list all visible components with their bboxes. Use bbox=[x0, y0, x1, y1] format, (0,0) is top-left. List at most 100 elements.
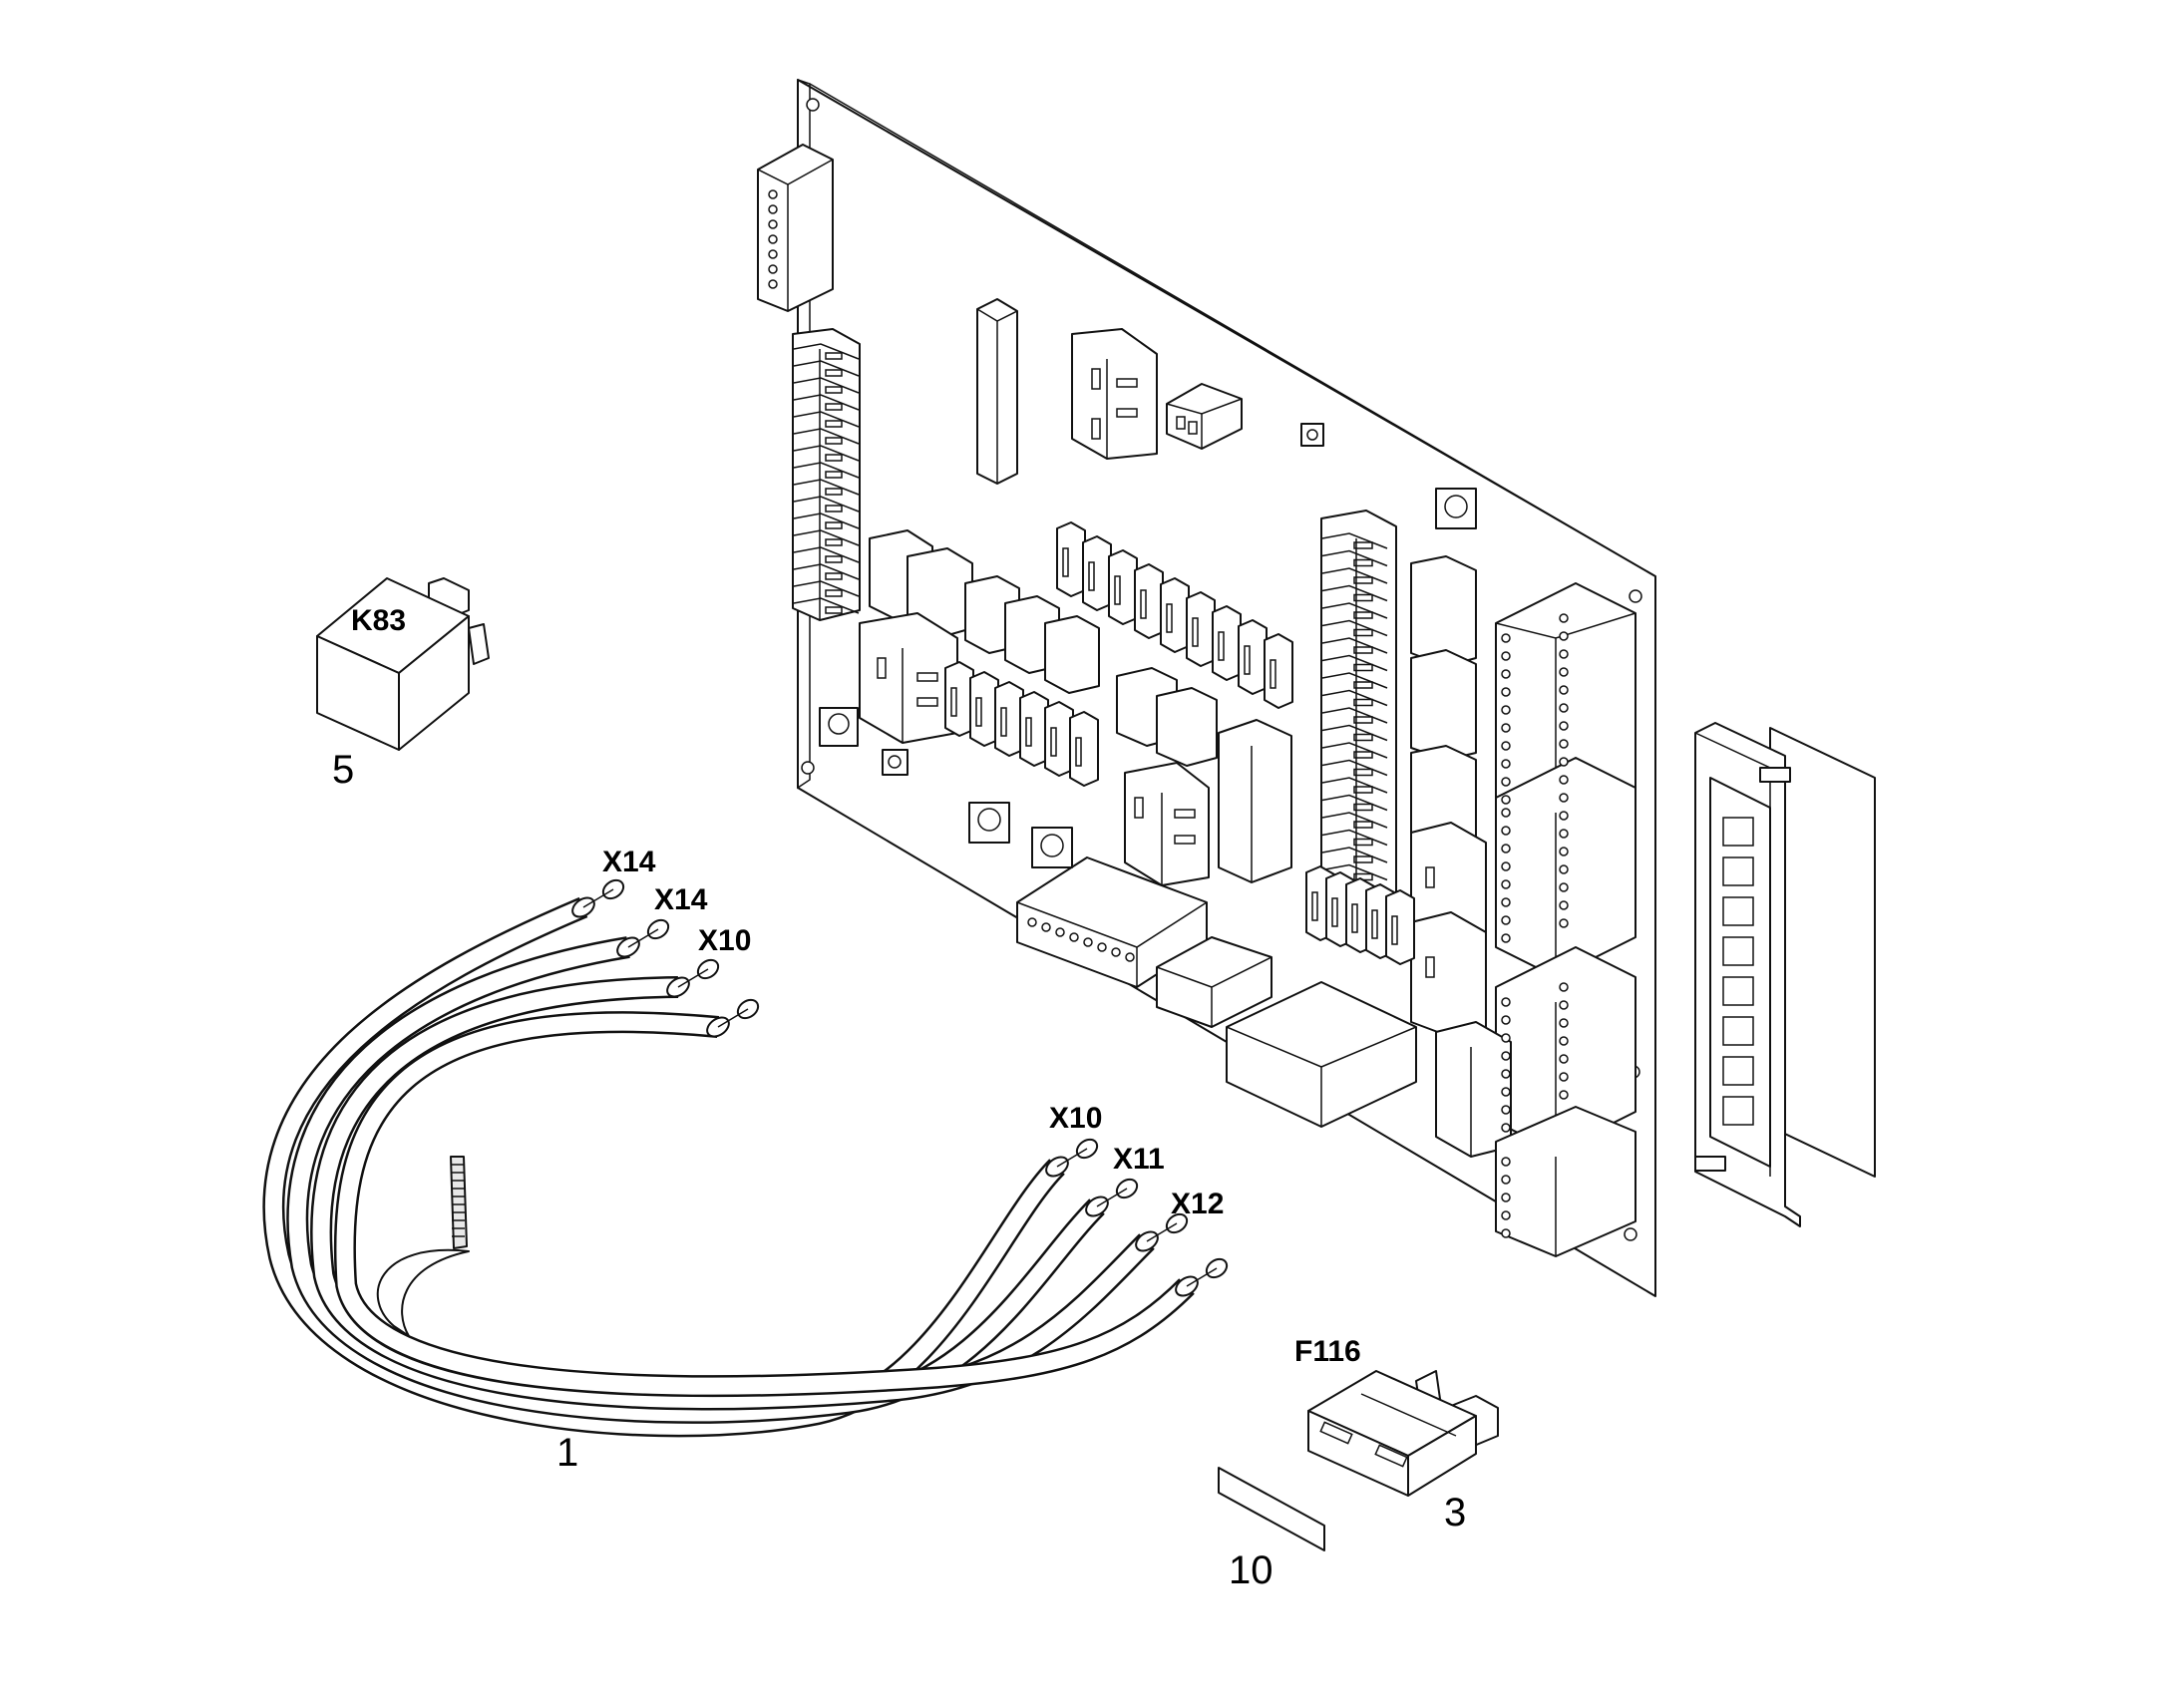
terminal-cell bbox=[1353, 768, 1373, 777]
mounting-hole bbox=[801, 761, 815, 775]
small-connector bbox=[1166, 383, 1243, 450]
fuse-slot bbox=[1069, 711, 1099, 787]
label-strip bbox=[1218, 1467, 1325, 1551]
terminal-pin bbox=[1559, 793, 1569, 803]
connector-pin bbox=[768, 234, 778, 244]
terminal-pin bbox=[1501, 633, 1511, 643]
connector-pin bbox=[768, 264, 778, 274]
terminal-pin bbox=[1501, 933, 1511, 943]
terminal-cell bbox=[825, 521, 843, 529]
terminal-pin bbox=[1501, 915, 1511, 925]
terminal-pin bbox=[1501, 861, 1511, 871]
terminal-pin bbox=[1501, 705, 1511, 715]
fuse-slot bbox=[1186, 591, 1216, 667]
connector-pin bbox=[1125, 952, 1135, 962]
connector-pin bbox=[1111, 947, 1121, 957]
terminal-cell bbox=[825, 538, 843, 546]
terminal-pin bbox=[1559, 864, 1569, 874]
terminal-pin bbox=[1559, 1018, 1569, 1028]
wire-end-label-top-3: X10 bbox=[698, 924, 751, 957]
terminal-cell bbox=[1353, 646, 1373, 654]
terminal-pin bbox=[1501, 795, 1511, 805]
fuse-code-label: F116 bbox=[1294, 1335, 1361, 1368]
top-edge-connector bbox=[757, 144, 834, 312]
terminal-cell bbox=[1353, 716, 1373, 724]
terminal-cell bbox=[1353, 541, 1373, 549]
relay-item-number: 5 bbox=[332, 748, 354, 792]
terminal-pin bbox=[1559, 1072, 1569, 1082]
relay-socket-group-center bbox=[1116, 667, 1292, 886]
terminal-pin bbox=[1559, 918, 1569, 928]
terminal-cell bbox=[1353, 698, 1373, 707]
plug-contact bbox=[1722, 896, 1754, 926]
wire-end-label-bottom-2: X11 bbox=[1113, 1143, 1165, 1176]
connector-pin bbox=[1083, 937, 1093, 947]
connector-pin bbox=[1069, 932, 1079, 942]
terminal-pin bbox=[1501, 1105, 1511, 1115]
terminal-pin bbox=[1501, 1175, 1511, 1185]
plug-contact bbox=[1722, 1056, 1754, 1086]
terminal-pin bbox=[1501, 651, 1511, 661]
terminal-cell bbox=[825, 352, 843, 360]
terminal-pin bbox=[1559, 1036, 1569, 1046]
fuse-slot bbox=[1082, 535, 1112, 611]
terminal-cell bbox=[1353, 558, 1373, 567]
fuse-item-number: 3 bbox=[1444, 1491, 1466, 1535]
terminal-cell bbox=[1353, 593, 1373, 602]
label-strip-item-number: 10 bbox=[1229, 1548, 1273, 1592]
board-screw bbox=[968, 802, 1010, 844]
fuse-slot bbox=[1044, 701, 1074, 777]
connector-pin bbox=[768, 279, 778, 289]
fuse-slot bbox=[1264, 633, 1293, 709]
terminal-cell bbox=[1353, 733, 1373, 742]
wire-end-label-bottom-3: X12 bbox=[1171, 1188, 1224, 1220]
terminal-cell bbox=[1353, 681, 1373, 689]
terminal-pin bbox=[1501, 1123, 1511, 1133]
terminal-cell bbox=[1353, 751, 1373, 759]
plug-contact bbox=[1722, 1016, 1754, 1046]
terminal-cell bbox=[1353, 663, 1373, 672]
connector-pin bbox=[1055, 927, 1065, 937]
terminal-pin bbox=[1559, 900, 1569, 910]
terminal-cell bbox=[825, 437, 843, 445]
fuse-slot bbox=[1019, 691, 1049, 767]
terminal-cell bbox=[825, 386, 843, 394]
relay-k83: K83 bbox=[316, 577, 490, 751]
terminal-cell bbox=[825, 420, 843, 428]
terminal-pin bbox=[1501, 741, 1511, 751]
terminal-cell bbox=[1353, 628, 1373, 637]
terminal-cell bbox=[825, 471, 843, 479]
edge-connector-plug bbox=[1694, 722, 1876, 1227]
terminal-cell bbox=[1353, 576, 1373, 584]
terminal-cell bbox=[825, 589, 843, 597]
terminal-pin bbox=[1559, 739, 1569, 749]
terminal-pin bbox=[1501, 844, 1511, 854]
terminal-pin bbox=[1501, 879, 1511, 889]
relay-code-label: K83 bbox=[351, 604, 406, 637]
board-screw bbox=[1031, 827, 1073, 868]
terminal-cell bbox=[825, 454, 843, 462]
terminal-cell bbox=[1353, 786, 1373, 794]
terminal-pin bbox=[1559, 982, 1569, 992]
plug-contact bbox=[1722, 856, 1754, 886]
terminal-pin bbox=[1559, 1054, 1569, 1064]
bottom-connector-3 bbox=[1226, 981, 1417, 1128]
wire-harness bbox=[262, 878, 1229, 1438]
relay-socket-group-left bbox=[859, 529, 1100, 744]
terminal-cell bbox=[1353, 821, 1373, 829]
connector-pin bbox=[1027, 917, 1037, 927]
terminal-cell bbox=[1353, 838, 1373, 847]
terminal-pin bbox=[1559, 757, 1569, 767]
plug-contact bbox=[1722, 817, 1754, 847]
terminal-pin bbox=[1559, 1000, 1569, 1010]
terminal-pin bbox=[1501, 1015, 1511, 1025]
fuse-slot bbox=[1134, 563, 1164, 639]
terminal-cell bbox=[1353, 855, 1373, 863]
fuse-slot-row bbox=[1056, 521, 1293, 709]
terminal-pin bbox=[1559, 882, 1569, 892]
mounting-hole bbox=[1629, 589, 1642, 603]
connector-pin bbox=[1041, 922, 1051, 932]
terminal-pin bbox=[1501, 808, 1511, 818]
fuse-slot bbox=[944, 661, 974, 737]
